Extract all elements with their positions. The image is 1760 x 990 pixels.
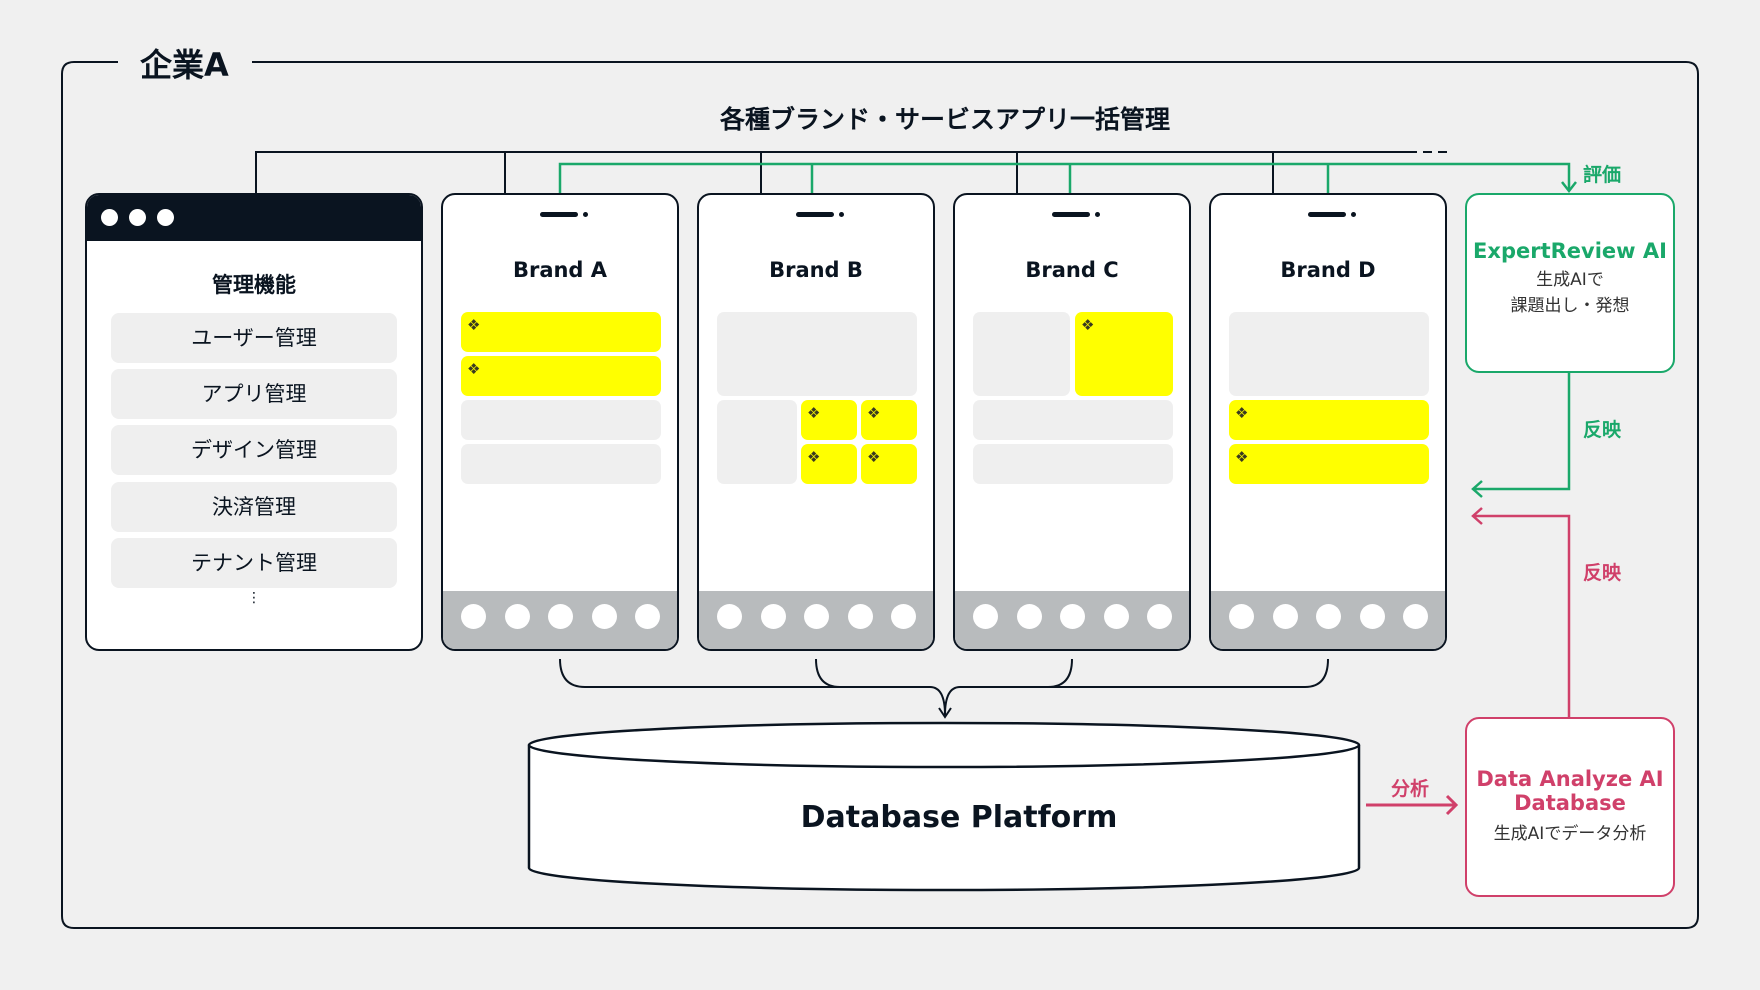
- content-block: [1229, 312, 1429, 396]
- content-block: [973, 444, 1173, 484]
- phone-camera: [839, 212, 844, 217]
- expert-line1: 生成AIで: [1536, 270, 1604, 290]
- admin-panel: 管理機能 ユーザー管理 アプリ管理 デザイン管理 決済管理 テナント管理 ⋮: [85, 193, 423, 651]
- reflect-label-pink: 反映: [1583, 562, 1622, 584]
- window-dot-icon: [101, 209, 118, 226]
- phone-notch: [796, 212, 834, 217]
- tab-bar: [955, 591, 1189, 649]
- brand-name: Brand C: [1025, 258, 1119, 282]
- content-block: [973, 312, 1070, 396]
- data-analyze-box: Data Analyze AI Database 生成AIでデータ分析: [1465, 717, 1675, 897]
- expert-line2: 課題出し・発想: [1510, 296, 1630, 316]
- brand-name: Brand B: [769, 258, 863, 282]
- admin-item-design: デザイン管理: [111, 425, 397, 475]
- phone-notch: [1052, 212, 1090, 217]
- feature-block: [801, 444, 857, 484]
- phone-brand-b: Brand B: [697, 193, 935, 651]
- feature-block: [461, 312, 661, 352]
- data-ai-line1: 生成AIでデータ分析: [1493, 824, 1647, 844]
- phone-camera: [583, 212, 588, 217]
- content-block: [717, 312, 917, 396]
- phone-notch: [1308, 212, 1346, 217]
- feature-block: [461, 356, 661, 396]
- phone-brand-c: Brand C: [953, 193, 1191, 651]
- feature-block: [861, 444, 917, 484]
- brand-name: Brand A: [512, 258, 608, 282]
- content-block: [461, 400, 661, 440]
- feature-block: [861, 400, 917, 440]
- diagram-title: 各種ブランド・サービスアプリ一括管理: [719, 105, 1170, 134]
- tab-bar: [443, 591, 677, 649]
- phone-brand-d: Brand D: [1209, 193, 1447, 651]
- admin-title: 管理機能: [212, 273, 296, 297]
- admin-item-tenant: テナント管理: [111, 538, 397, 588]
- analyze-label: 分析: [1391, 778, 1430, 800]
- content-block: [461, 444, 661, 484]
- tab-bar: [1211, 591, 1445, 649]
- feature-block: [1075, 312, 1173, 396]
- phone-notch: [540, 212, 578, 217]
- evaluate-label: 評価: [1583, 164, 1622, 186]
- expert-title: ExpertReview AI: [1473, 239, 1667, 263]
- admin-item-app: アプリ管理: [111, 369, 397, 419]
- content-block: [973, 400, 1173, 440]
- feature-block: [1229, 400, 1429, 440]
- window-titlebar: [87, 195, 421, 241]
- reflect-label-green: 反映: [1583, 419, 1622, 441]
- window-dot-icon: [129, 209, 146, 226]
- more-icon: ⋮: [247, 590, 261, 606]
- data-ai-title1: Data Analyze AI: [1476, 767, 1664, 791]
- expert-review-box: ExpertReview AI 生成AIで 課題出し・発想: [1465, 193, 1675, 373]
- data-ai-title2: Database: [1514, 791, 1626, 815]
- phone-camera: [1351, 212, 1356, 217]
- window-dot-icon: [157, 209, 174, 226]
- admin-item-payment: 決済管理: [111, 482, 397, 532]
- phone-camera: [1095, 212, 1100, 217]
- database-cylinder: [527, 745, 1361, 892]
- database-platform-label: Database Platform: [800, 800, 1118, 835]
- phone-brand-a: Brand A: [441, 193, 679, 651]
- tab-bar: [699, 591, 933, 649]
- brand-name: Brand D: [1280, 258, 1376, 282]
- feature-block: [801, 400, 857, 440]
- feature-block: [1229, 444, 1429, 484]
- content-block: [717, 400, 797, 484]
- admin-item-user: ユーザー管理: [111, 313, 397, 363]
- company-label: 企業A: [128, 40, 241, 86]
